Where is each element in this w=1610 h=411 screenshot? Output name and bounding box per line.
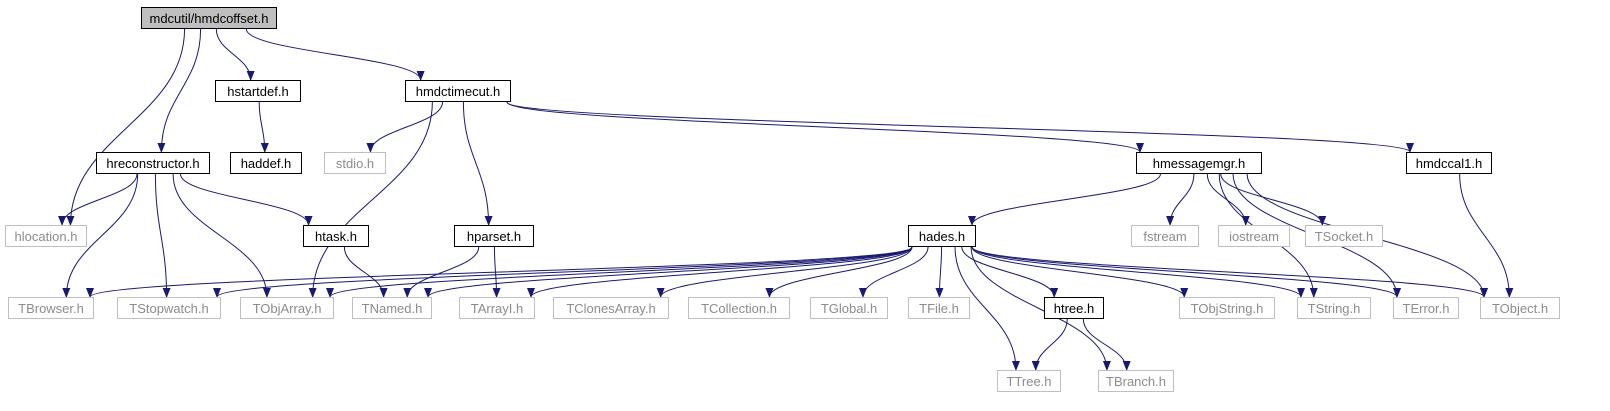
node-tstopwatch-h[interactable]: TStopwatch.h [117,297,221,319]
node-tnamed-h[interactable]: TNamed.h [352,297,432,319]
edge-hades-to-TTree [954,246,1020,371]
node-terror-h[interactable]: TError.h [1393,297,1459,319]
edge-htree-to-TTree [1031,318,1068,371]
edge-hmessagemgr-to-hades [968,173,1161,226]
node-htask-h[interactable]: htask.h [303,225,369,247]
edge-hades-to-TStopwatch [213,246,913,298]
node-htree-h[interactable]: htree.h [1044,297,1104,319]
edge-hades-to-TObjString [971,246,1189,298]
node-haddef-h[interactable]: haddef.h [230,152,302,174]
node-hmessagemgr-h[interactable]: hmessagemgr.h [1136,152,1262,174]
node-stdio-h[interactable]: stdio.h [324,152,386,174]
edge-hmdctimecut-to-hparset [462,101,493,226]
edge-hades-to-TFile [935,246,944,298]
node-hparset-h[interactable]: hparset.h [454,225,534,247]
edge-hades-to-TGlobal [858,246,929,298]
edge-root-to-hmdctimecut [245,28,425,81]
node-hades-h[interactable]: hades.h [908,225,976,247]
node-hreconstructor-h[interactable]: hreconstructor.h [96,152,210,174]
edge-hades-to-TBrowser [86,246,913,298]
edge-hades-to-TString [971,246,1305,298]
edge-hparset-to-TNamed [403,246,480,298]
node-hlocation-h[interactable]: hlocation.h [5,225,87,247]
edge-root-to-hstartdef [215,28,255,81]
node-tcollection-h[interactable]: TCollection.h [688,297,790,319]
edge-hmdctimecut-to-hmessagemgr [506,101,1144,153]
edge-hmdctimecut-to-TObjArray [308,101,433,298]
edge-hstartdef-to-haddef [258,101,269,153]
node-tobjarray-h[interactable]: TObjArray.h [240,297,334,319]
node-tglobal-h[interactable]: TGlobal.h [810,297,888,319]
edge-hades-to-TBranch [970,246,1111,371]
node-hmdccal1-h[interactable]: hmdccal1.h [1406,152,1492,174]
edge-hreconstructor-to-TBrowser [62,173,139,298]
node-tfile-h[interactable]: TFile.h [908,297,970,319]
node-tstring-h[interactable]: TString.h [1297,297,1371,319]
edge-hmdctimecut-to-hmdccal1 [506,101,1414,153]
edge-hmessagemgr-to-TSocket [1220,173,1327,226]
node-tarrayi-h[interactable]: TArrayI.h [459,297,535,319]
edge-hades-to-TNamed [424,246,913,298]
edge-hades-to-TObject [971,246,1488,298]
edge-hreconstructor-to-TStopwatch [154,173,171,298]
node-hmdctimecut-h[interactable]: hmdctimecut.h [405,80,511,102]
node-tsocket-h[interactable]: TSocket.h [1305,225,1383,247]
node-tbrowser-h[interactable]: TBrowser.h [8,297,94,319]
node-tobject-h[interactable]: TObject.h [1480,297,1560,319]
edge-hmessagemgr-to-fstream [1166,173,1195,226]
edge-hades-to-TCollection [765,246,913,298]
edge-hades-to-TClonesArray [656,246,913,298]
node-tobjstring-h[interactable]: TObjString.h [1179,297,1275,319]
edge-htree-to-TBranch [1082,318,1131,371]
edge-hreconstructor-to-hlocation [58,173,138,226]
edge-hreconstructor-to-TObjArray [172,173,271,298]
edge-hmdccal1-to-TObject [1459,173,1514,298]
edge-root-to-hreconstructor [157,28,202,153]
edge-root-to-hlocation [66,28,186,226]
node-tclonesarray-h[interactable]: TClonesArray.h [553,297,669,319]
node-iostream[interactable]: iostream [1218,225,1290,247]
node-fstream[interactable]: fstream [1131,225,1199,247]
node-tbranch-h[interactable]: TBranch.h [1098,370,1174,392]
edge-hades-to-TArrayI [527,246,913,298]
edge-hmdctimecut-to-stdio [366,101,444,153]
node-hstartdef-h[interactable]: hstartdef.h [215,80,301,102]
edge-hades-to-TObjArray [326,246,913,298]
node-mdcutil-hmdcoffset-h[interactable]: mdcutil/hmdcoffset.h [141,7,277,29]
node-ttree-h[interactable]: TTree.h [997,370,1061,392]
edge-hreconstructor-to-htask [179,173,313,226]
edge-hades-to-htree [961,246,1059,298]
edge-htask-to-TNamed [343,246,388,298]
edge-hades-to-TError [971,246,1401,298]
